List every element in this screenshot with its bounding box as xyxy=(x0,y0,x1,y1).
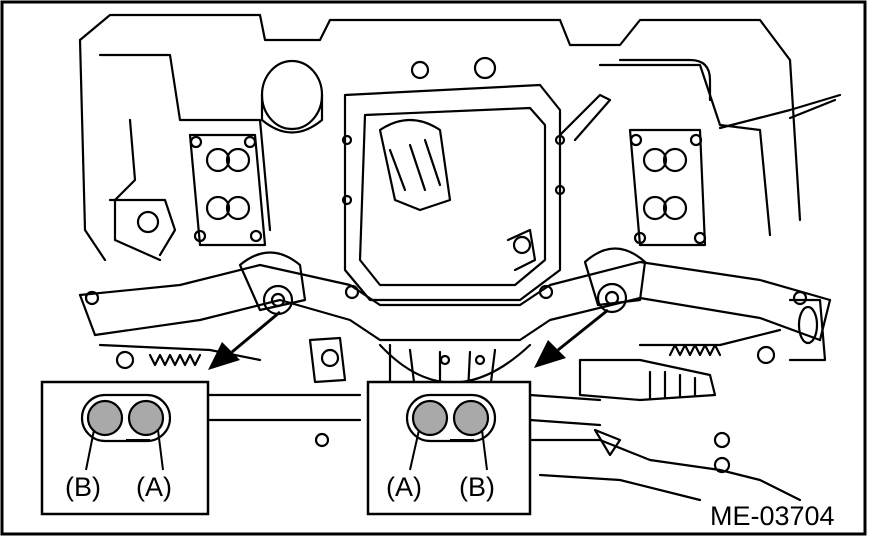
left-inset-hole-a xyxy=(127,399,165,437)
left-pointer-arrow xyxy=(208,310,281,370)
right-inset: (A) (B) xyxy=(366,380,532,516)
right-inset-hole-b xyxy=(452,399,490,437)
left-inset-leader-lines xyxy=(85,429,164,471)
left-inset: (B) (A) xyxy=(40,380,210,516)
left-inset-hole-b xyxy=(86,399,124,437)
left-inset-label-a: (A) xyxy=(136,472,172,502)
right-inset-hole-a xyxy=(411,399,449,437)
right-pointer-arrow xyxy=(534,308,609,368)
right-inset-label-b: (B) xyxy=(459,472,495,502)
right-inset-label-a: (A) xyxy=(386,472,422,502)
right-inset-leader-lines xyxy=(409,429,488,471)
engine-line-art xyxy=(78,13,842,502)
figure-code: ME-03704 xyxy=(710,501,835,531)
left-inset-label-b: (B) xyxy=(65,472,101,502)
